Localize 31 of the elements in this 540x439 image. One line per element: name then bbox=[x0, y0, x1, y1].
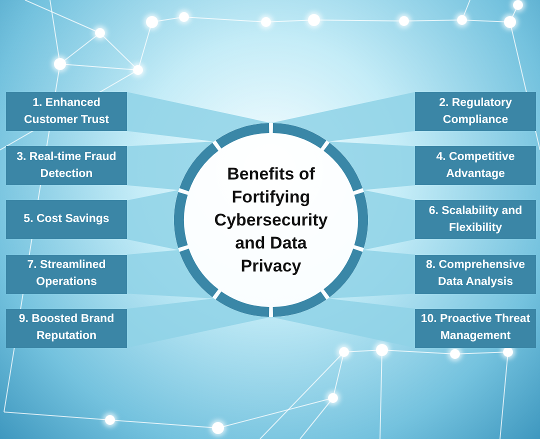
connector-band bbox=[271, 298, 415, 348]
connector-band bbox=[328, 142, 415, 190]
connector-band bbox=[127, 142, 214, 190]
connector-band bbox=[363, 190, 415, 250]
benefit-text: 5. Cost Savings bbox=[24, 212, 110, 228]
benefit-text: 8. Comprehensive Data Analysis bbox=[424, 258, 526, 290]
benefit-box bbox=[415, 200, 536, 240]
benefit-box bbox=[415, 254, 536, 294]
benefit-text: 9. Boosted Brand Reputation bbox=[18, 312, 116, 344]
benefit-box bbox=[6, 200, 127, 240]
benefit-text: 4. Competitive Advantage bbox=[435, 150, 516, 182]
benefit-text: 3. Real-time Fraud Detection bbox=[16, 150, 118, 182]
benefit-box bbox=[6, 308, 127, 348]
benefit-text: 7. Streamlined Operations bbox=[26, 258, 107, 290]
benefit-box bbox=[415, 92, 536, 131]
benefit-box bbox=[6, 146, 127, 186]
connector-band bbox=[127, 298, 271, 348]
benefit-text: 1. Enhanced Customer Trust bbox=[23, 96, 110, 128]
connector-band bbox=[127, 250, 214, 298]
benefit-box bbox=[6, 92, 127, 131]
connector-band bbox=[271, 92, 415, 142]
benefit-text: 10. Proactive Threat Management bbox=[420, 312, 532, 344]
benefit-box bbox=[6, 254, 127, 294]
benefit-text: 2. Regulatory Compliance bbox=[438, 96, 513, 128]
connector-band bbox=[127, 92, 271, 142]
hub-circle bbox=[174, 123, 368, 317]
benefit-text: 6. Scalability and Flexibility bbox=[428, 204, 524, 236]
connector-band bbox=[328, 250, 415, 298]
benefit-box bbox=[415, 146, 536, 186]
connector-band bbox=[127, 190, 179, 250]
hub-title-text: Benefits of Fortifying Cybersecurity and Data Privacy bbox=[213, 164, 329, 278]
